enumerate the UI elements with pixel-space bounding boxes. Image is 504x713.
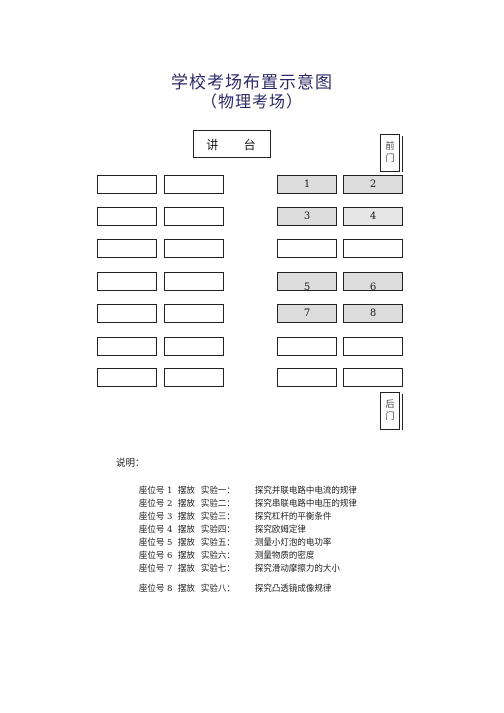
note-experiment: 实验七： [200, 564, 235, 574]
seat-r3-c3 [277, 239, 337, 258]
note-experiment: 实验三： [200, 512, 235, 522]
note-description: 探究欧姆定律 [254, 525, 306, 535]
note-description: 探究滑动摩擦力的大小 [254, 564, 340, 574]
back-door-char-1: 后 [385, 400, 395, 410]
note-description: 测量小灯泡的电功率 [254, 538, 332, 548]
note-seat: 座位号 4 摆放 [138, 525, 195, 535]
back-door: 后 门 [380, 392, 403, 430]
note-description: 测量物质的密度 [254, 551, 315, 561]
seat-r5-c1 [97, 304, 157, 323]
notes-section: 说明： 座位号 1 摆放实验一： 探究并联电路中电流的规律 座位号 2 摆放实验二… [116, 455, 357, 594]
seat-4: 4 [343, 207, 403, 226]
note-experiment: 实验八： [200, 584, 235, 594]
front-door-char-1: 前 [385, 142, 395, 152]
note-seat: 座位号 2 摆放 [138, 499, 195, 509]
seat-5: 5 [277, 272, 337, 293]
note-item: 座位号 7 摆放实验七： 探究滑动摩擦力的大小 [128, 552, 340, 584]
note-seat: 座位号 7 摆放 [138, 564, 195, 574]
seat-r7-c2 [164, 368, 224, 387]
note-item: 座位号 5 摆放实验五： 测量小灯泡的电功率 [128, 526, 332, 558]
seat-3: 3 [277, 207, 337, 226]
seat-r1-c1 [97, 175, 157, 194]
seat-r7-c1 [97, 368, 157, 387]
seat-r6-c3 [277, 337, 337, 356]
note-experiment: 实验一： [200, 486, 235, 496]
seat-r3-c2 [164, 239, 224, 258]
seat-r5-c2 [164, 304, 224, 323]
note-seat: 座位号 5 摆放 [138, 538, 195, 548]
seat-2: 2 [343, 175, 403, 194]
note-seat: 座位号 6 摆放 [138, 551, 195, 561]
front-door: 前 门 [380, 134, 403, 172]
note-item: 座位号 6 摆放实验六： 测量物质的密度 [128, 539, 315, 571]
note-description: 探究凸透镜成像规律 [254, 584, 332, 594]
podium: 讲 台 [193, 130, 271, 158]
note-description: 探究并联电路中电流的规律 [254, 486, 357, 496]
seat-r6-c2 [164, 337, 224, 356]
seat-7: 7 [277, 304, 337, 323]
note-item: 座位号 4 摆放实验四： 探究欧姆定律 [128, 513, 306, 545]
seat-1: 1 [277, 175, 337, 194]
seat-r3-c4 [343, 239, 403, 258]
note-experiment: 实验四： [200, 525, 235, 535]
note-experiment: 实验五： [200, 538, 235, 548]
seat-r3-c1 [97, 239, 157, 258]
seat-r7-c4 [343, 368, 403, 387]
seat-r4-c2 [164, 272, 224, 291]
note-experiment: 实验六： [200, 551, 235, 561]
front-door-char-2: 门 [385, 154, 395, 164]
seat-r6-c4 [343, 337, 403, 356]
back-door-char-2: 门 [385, 412, 395, 422]
seat-r4-c1 [97, 272, 157, 291]
note-item: 座位号 2 摆放实验二： 探究串联电路中电压的规律 [128, 487, 357, 519]
note-seat: 座位号 3 摆放 [138, 512, 195, 522]
seat-r2-c2 [164, 207, 224, 226]
note-description: 探究杠杆的平衡条件 [254, 512, 332, 522]
note-experiment: 实验二： [200, 499, 235, 509]
seat-r6-c1 [97, 337, 157, 356]
note-seat: 座位号 1 摆放 [138, 486, 195, 496]
seat-8: 8 [343, 304, 403, 323]
notes-heading: 说明： [116, 458, 145, 469]
page-subtitle: （物理考场） [200, 92, 303, 111]
seat-r2-c1 [97, 207, 157, 226]
note-description: 探究串联电路中电压的规律 [254, 499, 357, 509]
note-item: 座位号 3 摆放实验三： 探究杠杆的平衡条件 [128, 500, 332, 532]
page-title: 学校考场布置示意图 [171, 73, 333, 93]
note-item: 座位号 1 摆放实验一： 探究并联电路中电流的规律 [128, 474, 357, 506]
seat-r7-c3 [277, 368, 337, 387]
note-seat: 座位号 8 摆放 [138, 584, 195, 594]
seat-r1-c2 [164, 175, 224, 194]
seat-6: 6 [343, 272, 403, 293]
note-item: 座位号 8 摆放实验八： 探究凸透镜成像规律 [128, 572, 332, 604]
